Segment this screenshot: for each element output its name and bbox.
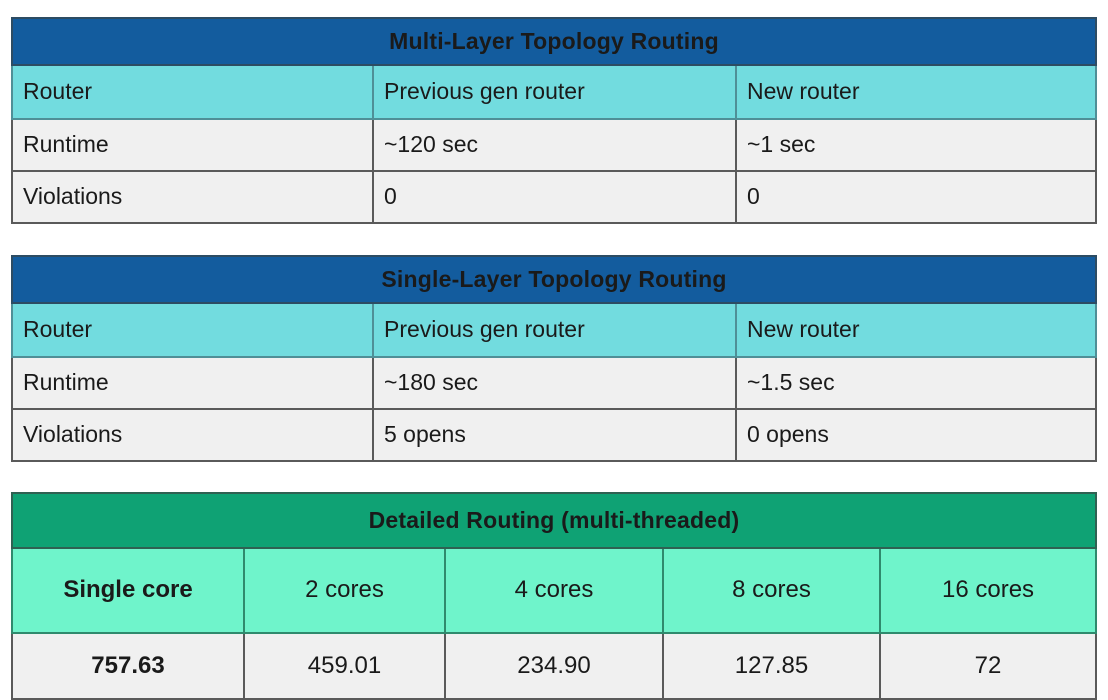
table-header-row: Router Previous gen router New router — [11, 64, 1097, 120]
cell-violations-previous: 0 — [372, 170, 737, 224]
cell-runtime-new: ~1.5 sec — [735, 356, 1097, 410]
column-header-8-cores: 8 cores — [662, 547, 881, 634]
table-multi-layer-topology-routing: Multi-Layer Topology Routing Router Prev… — [11, 17, 1097, 224]
column-header-new-router: New router — [735, 64, 1097, 120]
column-header-router: Router — [11, 64, 374, 120]
row-label-violations: Violations — [11, 170, 374, 224]
cell-runtime-2-cores: 459.01 — [243, 632, 446, 700]
table-title: Multi-Layer Topology Routing — [11, 17, 1097, 66]
column-header-previous-gen-router: Previous gen router — [372, 64, 737, 120]
cell-violations-new: 0 — [735, 170, 1097, 224]
cell-violations-previous: 5 opens — [372, 408, 737, 462]
cell-runtime-single-core: 757.63 — [11, 632, 245, 700]
table-title: Single-Layer Topology Routing — [11, 255, 1097, 304]
cell-runtime-previous: ~120 sec — [372, 118, 737, 172]
row-label-runtime: Runtime — [11, 356, 374, 410]
table-row: Violations 5 opens 0 opens — [11, 408, 1097, 462]
column-header-previous-gen-router: Previous gen router — [372, 302, 737, 358]
table-row: 757.63 459.01 234.90 127.85 72 — [11, 632, 1098, 700]
table-row: Runtime ~120 sec ~1 sec — [11, 118, 1097, 172]
column-header-router: Router — [11, 302, 374, 358]
table-header-row: Single core 2 cores 4 cores 8 cores 16 c… — [11, 547, 1098, 634]
cell-violations-new: 0 opens — [735, 408, 1097, 462]
table-title-row: Multi-Layer Topology Routing — [11, 17, 1097, 66]
cell-runtime-previous: ~180 sec — [372, 356, 737, 410]
cell-runtime-new: ~1 sec — [735, 118, 1097, 172]
cell-runtime-8-cores: 127.85 — [662, 632, 881, 700]
cell-runtime-16-cores: 72 — [878, 632, 1098, 700]
table-row: Violations 0 0 — [11, 170, 1097, 224]
column-header-4-cores: 4 cores — [444, 547, 664, 634]
table-header-row: Router Previous gen router New router — [11, 302, 1097, 358]
column-header-16-cores: 16 cores — [878, 547, 1098, 634]
row-label-runtime: Runtime — [11, 118, 374, 172]
table-single-layer-topology-routing: Single-Layer Topology Routing Router Pre… — [11, 255, 1097, 462]
table-title-row: Detailed Routing (multi-threaded) — [10, 492, 1098, 549]
column-header-new-router: New router — [735, 302, 1097, 358]
column-header-single-core: Single core — [11, 547, 245, 634]
table-title-row: Single-Layer Topology Routing — [11, 255, 1097, 304]
cell-runtime-4-cores: 234.90 — [444, 632, 664, 700]
table-detailed-routing-multi-threaded: Detailed Routing (multi-threaded) Single… — [10, 492, 1098, 700]
table-row: Runtime ~180 sec ~1.5 sec — [11, 356, 1097, 410]
table-title: Detailed Routing (multi-threaded) — [10, 492, 1098, 549]
row-label-violations: Violations — [11, 408, 374, 462]
column-header-2-cores: 2 cores — [243, 547, 446, 634]
